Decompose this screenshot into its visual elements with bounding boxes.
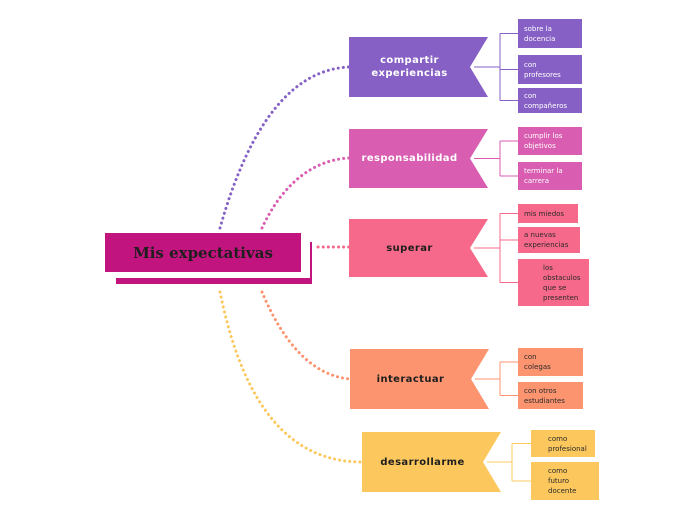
leaf-node[interactable]: con profesores	[518, 55, 582, 84]
leaf-node[interactable]: con colegas	[518, 348, 583, 376]
leaf-node[interactable]: con compañeros	[518, 88, 582, 113]
branch-connector	[218, 65, 351, 230]
central-topic[interactable]: Mis expectativas	[105, 233, 301, 272]
leaf-node[interactable]: cumplir los objetivos	[518, 127, 582, 155]
leaf-node[interactable]: con otros estudiantes	[518, 382, 583, 409]
leaf-node[interactable]: los obstaculos que se presenten	[518, 259, 589, 306]
branch-ribbon[interactable]	[349, 129, 488, 188]
branch-label[interactable]: superar	[386, 242, 433, 254]
branch-connector	[260, 156, 351, 230]
branch-connector	[218, 290, 364, 464]
leaf-node[interactable]: terminar la carrera	[518, 162, 582, 190]
leaf-node[interactable]: a nuevas experiencias	[518, 227, 580, 253]
branch-ribbon[interactable]	[362, 432, 501, 492]
branch-label[interactable]: compartir experiencias	[371, 55, 448, 79]
branch-connector	[260, 290, 352, 381]
branch-label[interactable]: responsabilidad	[361, 153, 458, 164]
branch-ribbon[interactable]	[350, 349, 489, 409]
leaf-node[interactable]: mis miedos	[518, 204, 578, 223]
leaf-node[interactable]: sobre la docencia	[518, 19, 582, 48]
branch-ribbon[interactable]	[349, 37, 488, 97]
leaf-node[interactable]: como profesional	[531, 430, 595, 457]
branch-label[interactable]: interactuar	[376, 373, 445, 385]
branch-ribbon[interactable]	[349, 219, 488, 277]
leaf-node[interactable]: como futuro docente	[531, 462, 599, 500]
branch-label[interactable]: desarrollarme	[380, 456, 465, 468]
